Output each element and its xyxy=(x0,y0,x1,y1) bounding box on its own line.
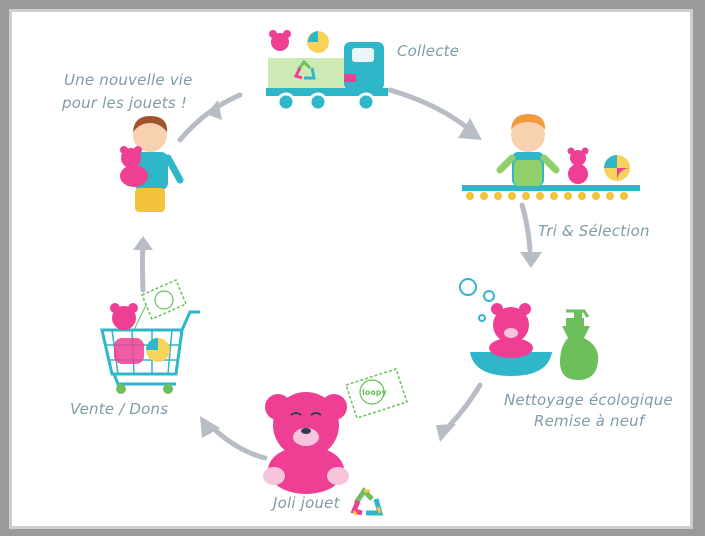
child-sorting-icon xyxy=(496,114,560,186)
recycle-icon xyxy=(350,487,384,516)
step-label-nettoyage-line1: Nettoyage écologique xyxy=(504,391,673,409)
arrow-vente-to-nouvelle xyxy=(140,242,146,293)
arrow-nouvelle-to-collecte xyxy=(177,92,243,143)
step-label-collecte: Collecte xyxy=(397,42,460,60)
bubbles xyxy=(459,278,495,322)
arrowheads xyxy=(133,100,542,442)
child-with-bear-icon xyxy=(120,116,184,212)
teddy-bear-small-icon xyxy=(567,147,589,184)
arrowhead-vente xyxy=(200,416,220,438)
wash-basin-icon xyxy=(470,303,552,376)
arrow-collecte-to-tri xyxy=(387,87,473,133)
step-label-joli-jouet: Joli jouet xyxy=(273,494,340,512)
shopping-cart-icon xyxy=(100,303,200,394)
step-label-vente: Vente / Dons xyxy=(70,400,169,418)
arrowhead-nouvelle xyxy=(133,236,153,250)
conveyor-belt-icon xyxy=(462,185,640,200)
teddy-bear-large-icon xyxy=(263,392,349,494)
arrowhead-tri xyxy=(458,118,482,140)
step-label-nettoyage-line2: Remise à neuf xyxy=(534,412,645,430)
arrowhead-nettoyage xyxy=(520,252,542,268)
step-label-nouvelle-line2: pour les jouets ! xyxy=(62,94,188,112)
arrow-nettoyage-to-joli xyxy=(442,382,483,433)
spray-bottle-icon xyxy=(560,309,599,380)
truck-icon xyxy=(266,30,388,112)
arrowhead-collecte xyxy=(206,100,222,120)
arrow-tri-to-nettoyage xyxy=(519,202,533,253)
tag-brand-text: loopy xyxy=(362,388,387,397)
beach-ball-icon xyxy=(604,155,630,181)
step-label-tri: Tri & Sélection xyxy=(538,222,650,240)
price-tag-icon: loopy xyxy=(345,368,408,419)
arrow-joli-to-vente xyxy=(207,422,268,461)
step-label-nouvelle-line1: Une nouvelle vie xyxy=(64,71,193,89)
arrowhead-joli xyxy=(436,424,456,442)
price-tag-small-icon xyxy=(133,279,187,331)
